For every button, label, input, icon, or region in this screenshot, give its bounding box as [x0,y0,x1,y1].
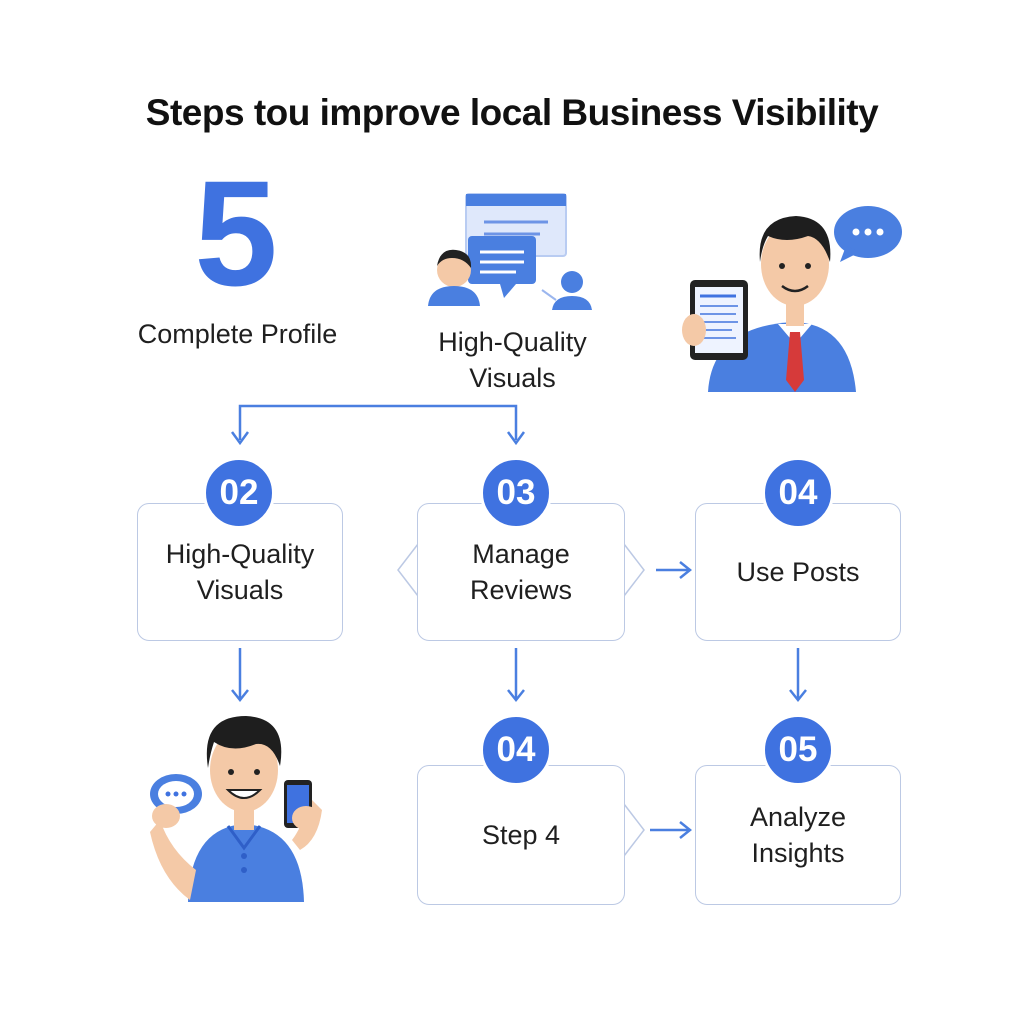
person-phone-icon [150,716,322,902]
step-badge-05: 05 [762,714,834,786]
step-label-03: Manage Reviews [469,539,573,605]
box-notches [397,543,645,857]
arrowhead-to-02 [230,431,250,446]
step-box-04-step4: Step 4 [417,765,625,905]
step-label-04-step4: Step 4 [481,820,561,850]
page-title: Steps tou improve local Business Visibil… [145,92,879,133]
step-box-05: Analyze Insights [695,765,901,905]
step-badge-04-step4: 04 [480,714,552,786]
arrowhead-to-03 [506,431,526,446]
high-quality-visuals-label: High-Quality Visuals [438,327,587,393]
step-label-05: Analyze Insights [749,802,847,868]
big-number-five: 5 [194,149,278,317]
flow-connectors [230,404,807,839]
speech-bubble-icon [834,206,902,262]
step-label-02: High-Quality Visuals [165,539,315,605]
step-badge-04-posts: 04 [762,457,834,529]
connector-top-split [238,404,518,440]
step-box-03: Manage Reviews [417,503,625,641]
step-label-04-posts: Use Posts [736,557,860,587]
complete-profile-label: Complete Profile [137,319,338,349]
step-badge-03: 03 [480,457,552,529]
step-badge-02: 02 [203,457,275,529]
businessman-tablet-icon [682,216,856,392]
chat-conversation-icon [428,193,592,310]
